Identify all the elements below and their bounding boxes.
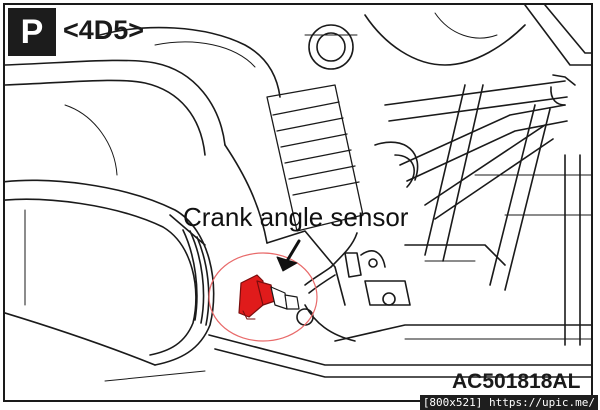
- ribbed-block: [266, 84, 364, 232]
- crank-angle-sensor: [208, 252, 318, 342]
- sensor-harness: [304, 232, 358, 294]
- engine-line-drawing: [5, 5, 591, 382]
- section-badge: P: [8, 8, 56, 56]
- lower-crankcase: [104, 230, 591, 382]
- image-host-watermark: [800x521] https://upic.me/: [419, 395, 598, 410]
- engine-code-label: <4D5>: [63, 15, 145, 45]
- figure-id-label: AC501818AL: [452, 370, 581, 393]
- timing-cover: [5, 26, 281, 244]
- crank-pulley: [5, 179, 215, 366]
- callout-arrow: [276, 239, 301, 272]
- upper-pulley: [304, 24, 358, 70]
- diagram-frame: P <4D5> Crank angle sensor AC501818AL: [3, 3, 593, 402]
- engine-block-right: [364, 5, 591, 346]
- sensor-callout-label: Crank angle sensor: [183, 202, 409, 232]
